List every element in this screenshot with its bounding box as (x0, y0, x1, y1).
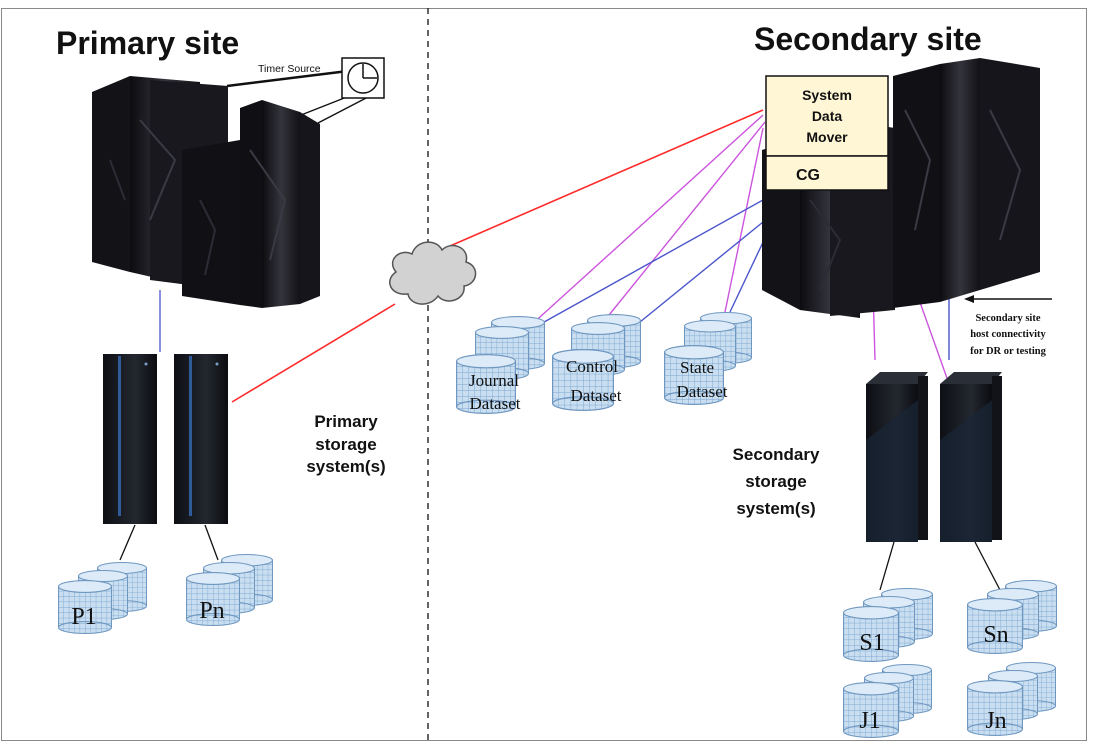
secondary-storage-label: Secondary storage system(s) (733, 445, 820, 518)
data-link (518, 199, 764, 337)
connection-lines (119, 69, 1001, 591)
svg-text:system(s): system(s) (306, 457, 385, 476)
volume-label: P1 (71, 604, 96, 630)
volume-label: J1 (859, 708, 880, 734)
volume-jn: Jn (966, 662, 1057, 736)
volume-label: Pn (199, 598, 224, 624)
replication-link (449, 109, 764, 247)
clock-icon (341, 57, 385, 99)
network-cloud-icon (389, 241, 477, 305)
svg-text:CG: CG (796, 167, 820, 184)
timer-link (226, 69, 349, 88)
replication-link (231, 303, 396, 403)
data-link (729, 237, 766, 313)
volume-label: Sn (983, 622, 1008, 648)
volume-label: Jn (985, 708, 1006, 734)
svg-text:System: System (802, 87, 852, 103)
sdm-control-link (604, 121, 766, 321)
secondary-storage-cabinet-1 (866, 372, 928, 542)
storage-volume-link (119, 524, 136, 561)
volume-sn: Sn (966, 580, 1058, 654)
primary-storage-label: Primary storage system(s) (306, 412, 385, 476)
data-link (639, 221, 764, 323)
connectivity-note: Secondary site host connectivity for DR … (964, 295, 1052, 357)
volume-pn: Pn (185, 554, 274, 626)
primary-site-title: Primary site (56, 25, 239, 61)
svg-text:Data: Data (812, 108, 843, 124)
timer-source-label: Timer Source (258, 63, 321, 75)
svg-text:Secondary: Secondary (733, 445, 820, 464)
svg-text:storage: storage (315, 435, 376, 454)
volume-p1: P1 (57, 562, 148, 634)
sdm-journal-link (518, 114, 764, 337)
svg-text:Primary: Primary (314, 412, 378, 431)
arrowhead-icon (964, 295, 974, 303)
secondary-storage-cabinet-2 (940, 372, 1002, 542)
primary-storage-cabinet-2 (174, 354, 228, 524)
volume-label: S1 (859, 630, 884, 656)
primary-storage-cabinet-1 (103, 354, 157, 524)
outer-frame (1, 8, 1087, 741)
svg-text:Mover: Mover (806, 129, 848, 145)
consistency-group-box: CG (765, 155, 889, 191)
sdm-state-link (724, 127, 764, 313)
svg-text:Control: Control (566, 357, 618, 376)
volume-j1: J1 (842, 664, 933, 738)
svg-text:Journal: Journal (469, 371, 519, 390)
secondary-site-title: Secondary site (754, 21, 982, 57)
primary-mainframe (92, 76, 320, 308)
state-dataset: State Dataset (664, 312, 753, 406)
svg-text:system(s): system(s) (736, 499, 815, 518)
svg-text:Dataset: Dataset (571, 386, 622, 405)
control-dataset: Control Dataset (552, 314, 642, 412)
svg-text:State: State (680, 358, 714, 377)
svg-text:storage: storage (745, 472, 806, 491)
svg-text:Dataset: Dataset (470, 394, 521, 413)
svg-text:Dataset: Dataset (677, 382, 728, 401)
svg-text:for DR or testing: for DR or testing (970, 346, 1046, 357)
storage-volume-link (879, 541, 895, 591)
timer-link (317, 95, 371, 124)
volume-s1: S1 (842, 588, 934, 662)
svg-text:Secondary site: Secondary site (975, 313, 1040, 324)
journal-dataset: Journal Dataset (456, 316, 546, 415)
svg-text:host connectivity: host connectivity (970, 329, 1046, 340)
storage-volume-link (974, 541, 1001, 591)
storage-volume-link (204, 524, 219, 561)
system-data-mover-box: System Data Mover (765, 75, 889, 157)
